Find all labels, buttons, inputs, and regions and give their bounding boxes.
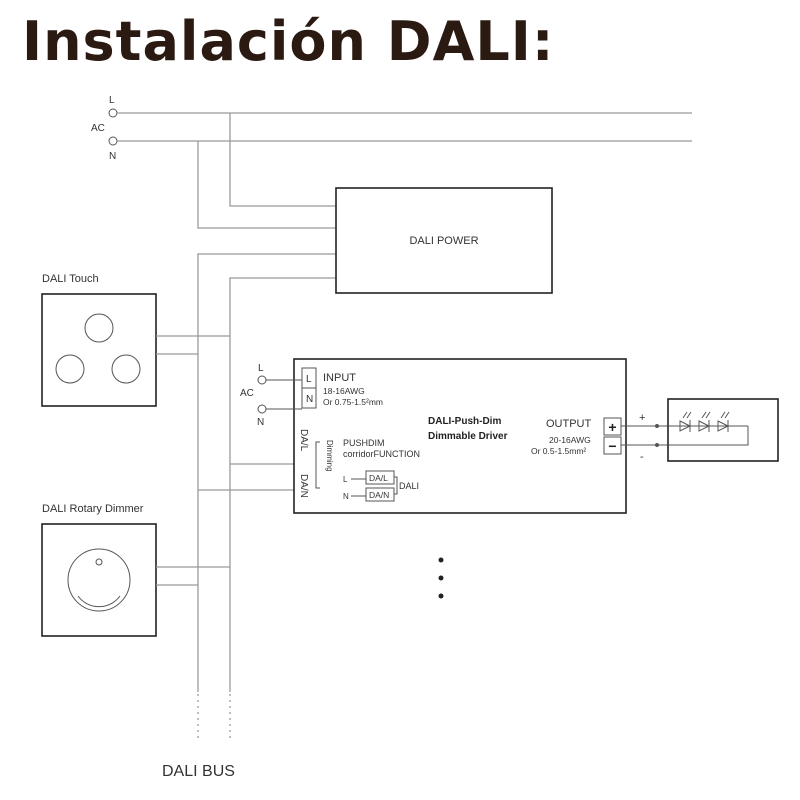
dali-bus-continuation xyxy=(197,694,231,742)
rotary-scale-arc xyxy=(77,595,121,608)
output-minus-terminal-sign: − xyxy=(608,438,616,454)
dali-power-label: DALI POWER xyxy=(409,235,478,247)
input-terminal-n: N xyxy=(306,394,313,405)
output-plus-label: + xyxy=(639,412,645,424)
rotary-knob xyxy=(67,548,131,612)
dali-bus-wire-a xyxy=(197,253,336,692)
dali-bus-wire-b xyxy=(229,277,336,692)
dal-terminal-label: DA/L xyxy=(369,473,388,483)
dali-terminal-label: DALI xyxy=(399,481,419,491)
driver-n-terminal xyxy=(257,404,267,414)
power-n-feed xyxy=(197,141,336,229)
dal-vertical-label: DA/L xyxy=(298,429,309,452)
continuation-dot-1 xyxy=(438,557,444,563)
pushdim-label-1: PUSHDIM xyxy=(343,438,385,448)
mains-n-terminal xyxy=(108,136,118,146)
dali-power-box xyxy=(335,187,553,294)
dali-touch-panel xyxy=(41,293,157,407)
dali-n-arrow-label: N xyxy=(343,492,349,501)
led-icon-1 xyxy=(679,420,692,432)
dali-rotary-label: DALI Rotary Dimmer xyxy=(42,503,144,515)
pushdim-label-2: corridorFUNCTION xyxy=(343,449,420,459)
rotary-knob-marker xyxy=(95,558,103,566)
driver-ac-label: AC xyxy=(240,388,254,399)
continuation-dot-3 xyxy=(438,593,444,599)
mains-n-label: N xyxy=(109,151,116,162)
mains-terminals: L AC N xyxy=(91,95,118,162)
dali-l-arrow-label: L xyxy=(343,475,348,484)
plus-junction-dot xyxy=(655,424,659,428)
touch-button-right xyxy=(111,354,141,384)
driver-name-line-1: DALI-Push-Dim xyxy=(428,416,501,427)
input-spec-1: 18-16AWG xyxy=(323,386,365,396)
driver-l-label: L xyxy=(258,363,264,374)
led-string xyxy=(668,411,749,446)
page-title: Instalación DALI: xyxy=(22,10,555,73)
dimming-bracket xyxy=(315,441,320,489)
mains-l-label: L xyxy=(109,95,115,106)
continuation-dot-2 xyxy=(438,575,444,581)
output-spec-2: Or 0.5-1.5mm² xyxy=(531,446,586,456)
dali-touch-label: DALI Touch xyxy=(42,273,99,285)
driver-name-line-2: Dimmable Driver xyxy=(428,431,508,442)
led-icon-2 xyxy=(698,420,711,432)
dan-terminal-label: DA/N xyxy=(369,490,389,500)
touch-button-left xyxy=(55,354,85,384)
driver-l-terminal xyxy=(257,375,267,385)
mains-l-terminal xyxy=(108,108,118,118)
output-minus-label: - xyxy=(640,451,644,463)
minus-junction-dot xyxy=(655,443,659,447)
led-load-box xyxy=(667,398,779,462)
input-spec-2: Or 0.75-1.5²mm xyxy=(323,397,383,407)
touch-button-top xyxy=(84,313,114,343)
led-icon-3 xyxy=(717,420,730,432)
dali-terminal-bracket xyxy=(394,476,398,495)
input-label: INPUT xyxy=(323,372,356,384)
input-terminal-l: L xyxy=(306,374,312,385)
dali-driver-box xyxy=(293,358,627,514)
output-plus-terminal-sign: + xyxy=(608,419,616,435)
dimming-vertical-label: Dimming xyxy=(325,440,334,472)
mains-ac-label: AC xyxy=(91,123,105,134)
driver-ac-input: L AC N xyxy=(240,363,302,428)
output-spec-1: 20-16AWG xyxy=(549,435,591,445)
dali-rotary-panel xyxy=(41,523,157,637)
power-l-feed xyxy=(229,113,336,207)
dan-vertical-label: DA/N xyxy=(298,474,309,498)
dali-bus-label: DALI BUS xyxy=(162,763,235,780)
output-label: OUTPUT xyxy=(546,418,592,430)
driver-n-label: N xyxy=(257,417,264,428)
